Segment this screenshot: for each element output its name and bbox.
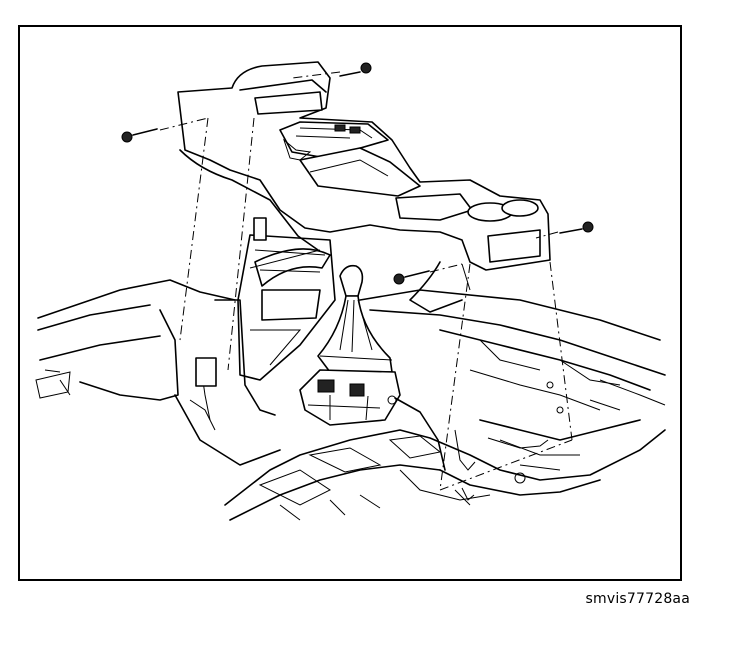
console-bolt-icon [121, 62, 594, 285]
console-bracket-icon [189, 217, 336, 431]
alignment-lines [159, 71, 573, 491]
console-housing-icon [177, 61, 551, 313]
floor-panel-icon [35, 279, 666, 521]
shift-lever-icon [299, 264, 446, 471]
retaining-clip-icon [454, 429, 549, 501]
figure-caption: smvis77728aa [585, 591, 690, 607]
